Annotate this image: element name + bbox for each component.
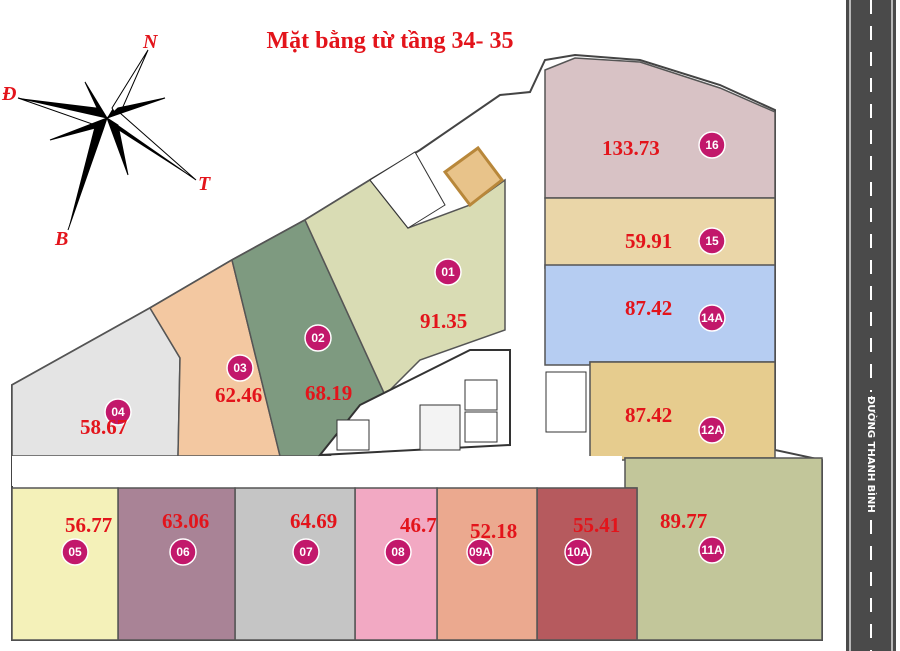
unit-label-06: 06 63.06 — [162, 509, 209, 566]
unit-number: 04 — [111, 405, 125, 419]
unit-label-05: 05 56.77 — [61, 513, 112, 566]
unit-badge — [698, 227, 726, 255]
unit-area-value: 68.19 — [305, 381, 352, 405]
unit-area-value: 56.77 — [65, 513, 112, 537]
unit-number: 15 — [705, 234, 719, 248]
unit-label-08: 08 46.7 — [384, 513, 437, 566]
unit-area-value: 87.42 — [625, 403, 672, 427]
unit-area-value: 64.69 — [290, 509, 337, 533]
road-thanh-binh: ĐƯỜNG THANH BÌNH — [846, 0, 896, 651]
unit-area-value: 87.42 — [625, 296, 672, 320]
unit-badge — [434, 258, 462, 286]
unit-badge — [698, 416, 726, 444]
unit-label-15: 15 59.91 — [625, 227, 726, 255]
unit-number: 08 — [391, 545, 405, 559]
corridor-vertical — [515, 100, 543, 460]
unit-05 — [11, 487, 119, 641]
unit-area-value: 58.67 — [80, 415, 127, 439]
unit-area-value: 55.41 — [573, 513, 620, 537]
unit-number: 06 — [176, 545, 190, 559]
unit-09a — [436, 487, 538, 641]
unit-number: 10A — [567, 545, 589, 559]
unit-area-shape — [589, 361, 776, 461]
unit-badge — [698, 536, 726, 564]
unit-area-shape — [544, 57, 776, 199]
unit-label-02: 02 68.19 — [304, 324, 352, 405]
elevator-core — [317, 145, 587, 457]
unit-area-shape — [536, 487, 638, 641]
unit-number: 03 — [233, 361, 247, 375]
unit-badge — [698, 304, 726, 332]
unit-area-value: 62.46 — [215, 383, 262, 407]
unit-area-value: 133.73 — [602, 136, 660, 160]
unit-10a — [536, 487, 638, 641]
compass-west-label: T — [198, 173, 211, 195]
unit-number: 02 — [311, 331, 325, 345]
unit-label-07: 07 64.69 — [290, 509, 337, 566]
unit-area-value: 46.7 — [400, 513, 437, 537]
compass-east-label: Đ — [1, 83, 16, 105]
unit-label-01: 01 91.35 — [420, 258, 467, 333]
unit-area-shape — [11, 487, 119, 641]
unit-badge — [384, 538, 412, 566]
compass-rose-icon: N Đ T B — [1, 31, 211, 250]
unit-badge — [466, 538, 494, 566]
unit-badge — [226, 354, 254, 382]
unit-badge — [169, 538, 197, 566]
unit-area-value: 91.35 — [420, 309, 467, 333]
unit-label-10a: 10A 55.41 — [564, 513, 620, 566]
unit-number: 12A — [701, 423, 723, 437]
unit-number: 16 — [705, 138, 719, 152]
compass-north-label: N — [142, 31, 159, 53]
page-title: Mặt bằng từ tầng 34- 35 — [266, 28, 513, 54]
unit-badge — [698, 131, 726, 159]
unit-badge — [564, 538, 592, 566]
unit-area-value: 89.77 — [660, 509, 707, 533]
unit-area-value: 59.91 — [625, 229, 672, 253]
unit-label-16: 16 133.73 — [602, 131, 726, 160]
unit-number: 05 — [68, 545, 82, 559]
unit-number: 07 — [299, 545, 313, 559]
corridor-horizontal — [12, 456, 622, 486]
unit-area-value: 52.18 — [470, 519, 517, 543]
unit-badge — [61, 538, 89, 566]
compass-south-label: B — [54, 228, 68, 250]
unit-12a — [589, 361, 776, 461]
unit-area-value: 63.06 — [162, 509, 209, 533]
unit-number: 14A — [701, 311, 723, 325]
unit-16 — [544, 57, 776, 199]
unit-number: 09A — [469, 545, 491, 559]
unit-number: 01 — [441, 265, 455, 279]
unit-badge — [104, 398, 132, 426]
unit-label-03: 03 62.46 — [215, 354, 262, 407]
unit-label-12a: 12A 87.42 — [625, 403, 726, 444]
unit-badge — [292, 538, 320, 566]
street-name: ĐƯỜNG THANH BÌNH — [865, 396, 878, 513]
unit-label-11a: 11A 89.77 — [660, 509, 726, 564]
unit-area-shape — [436, 487, 538, 641]
unit-label-09a: 09A 52.18 — [466, 519, 517, 566]
unit-number: 11A — [701, 543, 723, 557]
unit-badge — [304, 324, 332, 352]
unit-label-14a: 14A 87.42 — [625, 296, 726, 332]
